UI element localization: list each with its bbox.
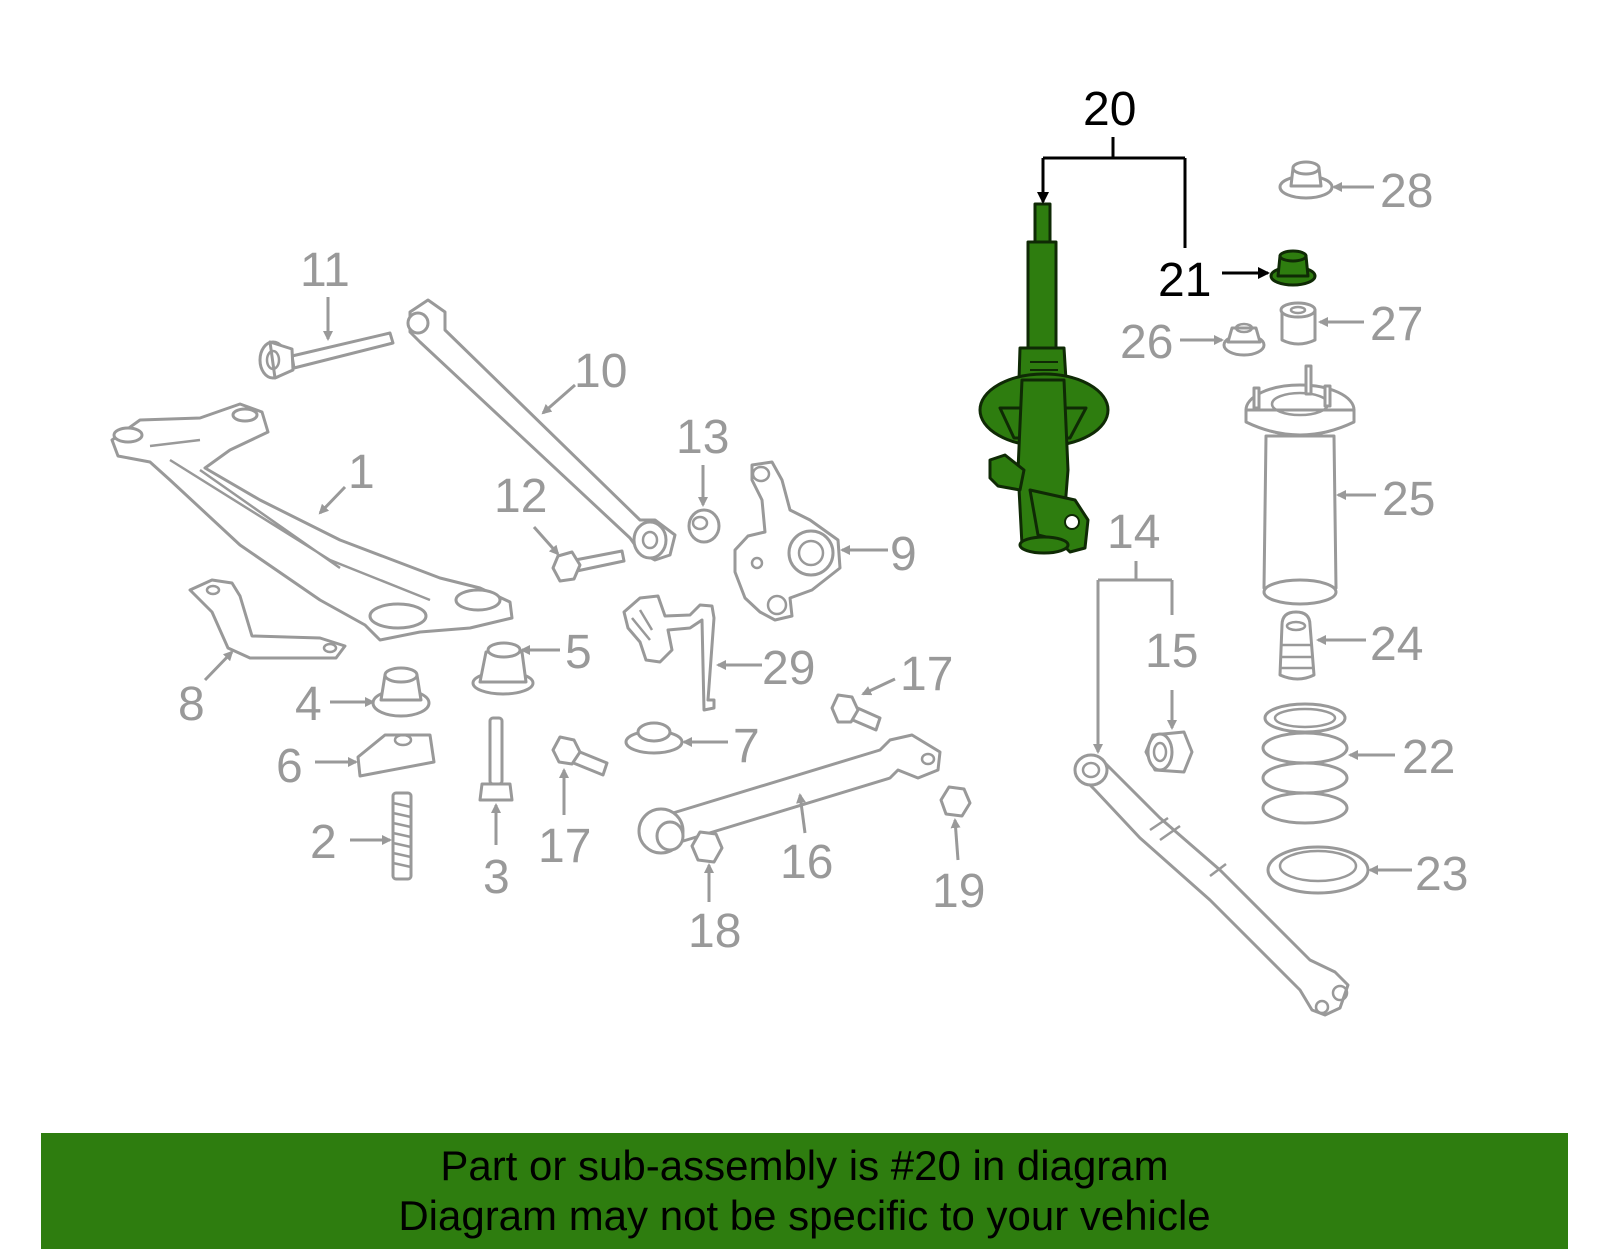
svg-text:24: 24 (1370, 618, 1423, 671)
bushing-part-15[interactable] (1144, 730, 1194, 774)
callout-29: 29 (716, 642, 815, 695)
svg-text:28: 28 (1380, 165, 1433, 218)
svg-text:8: 8 (178, 678, 205, 731)
callout-20: 20 (1037, 83, 1187, 248)
callout-2: 2 (310, 816, 392, 869)
callout-1: 1 (318, 446, 375, 515)
callout-11: 11 (300, 244, 350, 341)
callout-17-upper: 17 (861, 648, 953, 701)
callout-4: 4 (295, 678, 375, 731)
svg-text:5: 5 (565, 626, 592, 679)
svg-text:15: 15 (1145, 625, 1198, 678)
callout-14: 14 (1093, 506, 1174, 754)
callout-17-lower: 17 (538, 768, 591, 873)
bushing-part-5[interactable] (471, 641, 535, 696)
callout-15: 15 (1145, 625, 1198, 730)
svg-text:14: 14 (1107, 506, 1160, 559)
svg-text:26: 26 (1120, 316, 1173, 369)
callout-8: 8 (178, 650, 234, 731)
link-part-16[interactable] (637, 733, 942, 855)
stabilizer-link-part-29[interactable] (622, 594, 716, 712)
bolt-part-17-upper[interactable] (830, 693, 882, 732)
callout-13: 13 (676, 411, 729, 507)
spring-seat-part-23[interactable] (1266, 845, 1370, 895)
bracket-part-6[interactable] (356, 733, 436, 778)
collar-part-27[interactable] (1279, 301, 1317, 346)
nut-part-19[interactable] (939, 785, 972, 818)
callout-26: 26 (1120, 316, 1224, 369)
svg-text:23: 23 (1415, 848, 1468, 901)
svg-text:22: 22 (1402, 731, 1455, 784)
bracket-part-8[interactable] (188, 578, 347, 660)
knuckle-part-9[interactable] (733, 460, 842, 622)
svg-text:10: 10 (574, 345, 627, 398)
svg-text:6: 6 (276, 740, 303, 793)
control-arm-part-10[interactable] (406, 298, 677, 562)
strut-part-20-highlighted[interactable] (978, 202, 1110, 555)
callout-5: 5 (520, 626, 592, 679)
bushing-part-13[interactable] (687, 508, 721, 544)
svg-text:9: 9 (890, 528, 917, 581)
callout-10: 10 (541, 345, 627, 415)
svg-text:2: 2 (310, 816, 337, 869)
svg-text:4: 4 (295, 678, 322, 731)
info-banner: Part or sub-assembly is #20 in diagram D… (41, 1133, 1568, 1249)
svg-text:25: 25 (1382, 473, 1435, 526)
svg-text:29: 29 (762, 642, 815, 695)
svg-text:19: 19 (932, 865, 985, 918)
svg-text:21: 21 (1158, 254, 1211, 307)
svg-text:11: 11 (300, 244, 350, 297)
callout-3: 3 (483, 803, 510, 904)
svg-text:13: 13 (676, 411, 729, 464)
svg-text:1: 1 (348, 446, 375, 499)
bump-stop-part-24[interactable] (1278, 610, 1316, 681)
callout-6: 6 (276, 740, 358, 793)
bolt-part-12[interactable] (551, 549, 626, 583)
banner-line-2: Diagram may not be specific to your vehi… (398, 1192, 1211, 1239)
coil-spring-part-22[interactable] (1261, 702, 1349, 825)
svg-text:27: 27 (1370, 298, 1423, 351)
svg-text:16: 16 (780, 836, 833, 889)
callout-24: 24 (1316, 618, 1423, 671)
svg-text:18: 18 (688, 905, 741, 958)
nut-part-26[interactable] (1222, 322, 1266, 357)
callout-9: 9 (840, 528, 917, 581)
callout-25: 25 (1336, 473, 1435, 526)
crossmember-part-1[interactable] (110, 402, 514, 642)
banner-line-1: Part or sub-assembly is #20 in diagram (440, 1142, 1169, 1189)
svg-text:17: 17 (538, 820, 591, 873)
bushing-part-4[interactable] (371, 666, 431, 718)
nut-part-18[interactable] (690, 830, 724, 864)
svg-text:12: 12 (494, 470, 547, 523)
callout-23: 23 (1368, 848, 1468, 901)
stud-part-2[interactable] (391, 791, 413, 881)
callout-12: 12 (494, 470, 560, 556)
dust-boot-part-25[interactable] (1244, 364, 1356, 606)
bushing-part-7[interactable] (624, 721, 684, 755)
callout-18: 18 (688, 863, 741, 958)
callout-22: 22 (1348, 731, 1455, 784)
svg-text:17: 17 (900, 648, 953, 701)
callout-16: 16 (780, 793, 833, 889)
callout-21: 21 (1158, 254, 1270, 307)
callout-28: 28 (1332, 165, 1433, 218)
bolt-part-11[interactable] (258, 331, 395, 380)
callout-7: 7 (682, 720, 760, 773)
lateral-link-part-14[interactable] (1073, 753, 1350, 1017)
svg-text:3: 3 (483, 851, 510, 904)
callout-19: 19 (932, 818, 985, 918)
bolt-part-3[interactable] (478, 716, 514, 802)
insulator-part-21-highlighted[interactable] (1269, 249, 1317, 287)
svg-text:7: 7 (733, 720, 760, 773)
svg-text:20: 20 (1083, 83, 1136, 136)
callout-27: 27 (1318, 298, 1423, 351)
cap-part-28[interactable] (1278, 160, 1334, 200)
bolt-part-17-lower[interactable] (551, 735, 609, 777)
